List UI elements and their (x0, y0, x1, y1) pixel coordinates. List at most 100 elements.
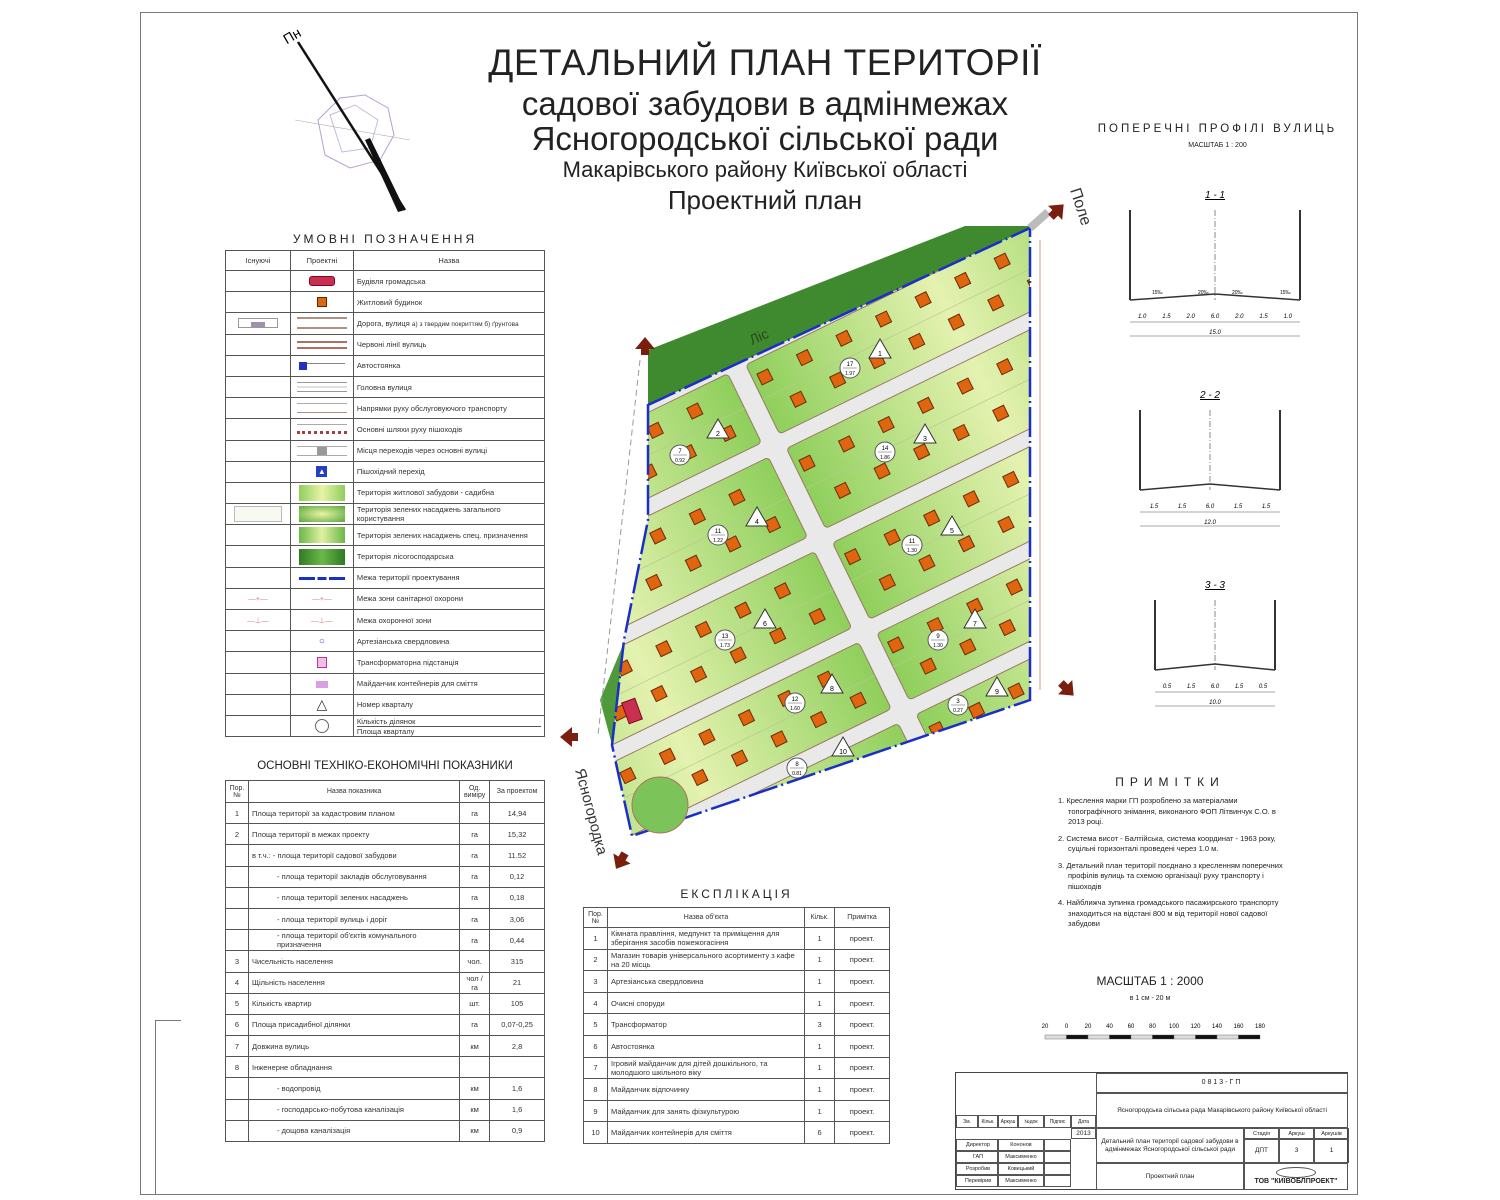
house-icon (1003, 729, 1022, 748)
house-icon (728, 488, 746, 507)
house-icon (1067, 256, 1083, 272)
house-icon (650, 684, 668, 703)
house-icon (997, 515, 1015, 534)
house-icon (837, 435, 856, 453)
house-icon (912, 443, 931, 461)
titleblock-header: Зм. (956, 1115, 978, 1128)
direction-arrow-icon (613, 851, 631, 869)
quarter-number: 5 (950, 528, 954, 535)
profile-name: 2 - 2 (1199, 390, 1220, 401)
scale-tick: 40 (1106, 1024, 1113, 1030)
profile-name: 1 - 1 (1205, 190, 1225, 201)
house-icon (947, 313, 965, 331)
legend-row: Межа території проектування (225, 566, 546, 589)
house-icon (612, 593, 623, 611)
house-icon (878, 573, 897, 591)
house-icon (501, 825, 517, 841)
legend-name: Напрямки руху обслуговуючого транспорту (356, 403, 507, 413)
direction-arrow-icon (560, 727, 578, 747)
profile-dimension: 2.0 (1186, 314, 1196, 320)
signature-cell (1044, 1151, 1071, 1163)
house-icon (959, 638, 977, 656)
legend-sub: Площа кварталу (356, 725, 541, 736)
house-icon (798, 454, 816, 472)
quarter-area: 1.97 (845, 371, 855, 377)
signature-cell (1044, 1163, 1071, 1175)
profile-dimension: 1.0 (1284, 314, 1293, 320)
house-icon (996, 358, 1014, 376)
scale-tick: 20 (1085, 1024, 1092, 1030)
house-icon (688, 507, 707, 526)
company-logo-icon (1276, 1167, 1316, 1178)
profile-dimension: 1.5 (1234, 504, 1243, 510)
house-icon (734, 601, 752, 619)
legend-name: Територія житлової забудови - садибна (356, 488, 495, 498)
house-icon (966, 597, 984, 616)
profile-slope: 15‰ (1280, 290, 1291, 296)
note-item: 1. Креслення марки ГП розроблено за мате… (1058, 796, 1276, 826)
quarter-number-icon (913, 423, 937, 444)
indicators-cell: га (459, 823, 491, 846)
plots-count: 11 (715, 529, 722, 535)
house-icon (493, 763, 509, 779)
plots-count: 9 (936, 634, 940, 640)
quarter-number-icon (745, 506, 769, 527)
explication-title: ЕКСПЛІКАЦІЯ (680, 887, 793, 901)
house-icon (578, 938, 594, 954)
explication-cell: 1 (804, 1034, 836, 1058)
house-icon (413, 644, 429, 660)
legend-title: УМОВНІ ПОЗНАЧЕННЯ (292, 232, 478, 246)
quarter-area: 1.73 (720, 643, 730, 649)
profile-slope: 15‰ (1152, 290, 1163, 296)
scale-segment (1109, 1034, 1132, 1040)
house-icon (763, 515, 782, 534)
recreation-area (631, 776, 689, 834)
house-icon (458, 737, 474, 753)
note-item: 3. Детальний план території поєднано з к… (1058, 860, 1283, 891)
house-icon (724, 535, 742, 553)
drawing-code: 0813-ГП (1096, 1073, 1348, 1093)
explication-header: Назва об'єкта (606, 907, 806, 928)
house-icon (992, 404, 1010, 422)
indicators-cell: 14,94 (489, 801, 545, 825)
house-icon (922, 509, 941, 527)
stamp-column (155, 1020, 181, 1195)
legend-name: Межа території проектування (356, 573, 460, 583)
house-icon (658, 747, 677, 765)
direction-arrow-icon (1048, 204, 1064, 220)
public-building-icon (621, 697, 643, 725)
house-icon (686, 402, 704, 420)
profile-slope: 20‰ (1232, 290, 1243, 296)
house-icon (657, 900, 673, 916)
house-icon (1048, 664, 1064, 680)
house-icon (894, 783, 912, 801)
stage-header: Аркуш (1279, 1128, 1314, 1139)
legend-name: Межа охоронної зони (356, 615, 432, 625)
house-icon (795, 348, 814, 367)
house-icon (737, 861, 753, 877)
legend-name: Пішохідний перехід (356, 467, 425, 477)
house-icon (809, 710, 828, 729)
scale-segment (1173, 1034, 1196, 1040)
direction-arrow-icon (1058, 680, 1074, 696)
legend-name: Житловий будинок (356, 297, 423, 307)
outer-road (597, 359, 641, 736)
house-icon (1082, 433, 1098, 449)
house-icon (661, 852, 677, 868)
house-icon (450, 519, 466, 535)
house-icon (1026, 274, 1030, 293)
profile-dimension: 1.5 (1235, 684, 1244, 690)
legend-row: Трансформаторна підстанція (225, 651, 546, 674)
house-icon (452, 624, 468, 640)
house-icon (697, 880, 713, 896)
legend-row: Місця переходів через основні вулиці (225, 439, 546, 462)
scale-subtitle: в 1 см - 20 м (1129, 995, 1171, 1002)
titleblock-header: №док (1018, 1115, 1044, 1128)
legend-row: Основні шляхи руху пішоходів (225, 418, 546, 441)
legend-row: △Номер кварталу (225, 693, 546, 716)
legend-name: Кількість ділянок (356, 716, 416, 726)
